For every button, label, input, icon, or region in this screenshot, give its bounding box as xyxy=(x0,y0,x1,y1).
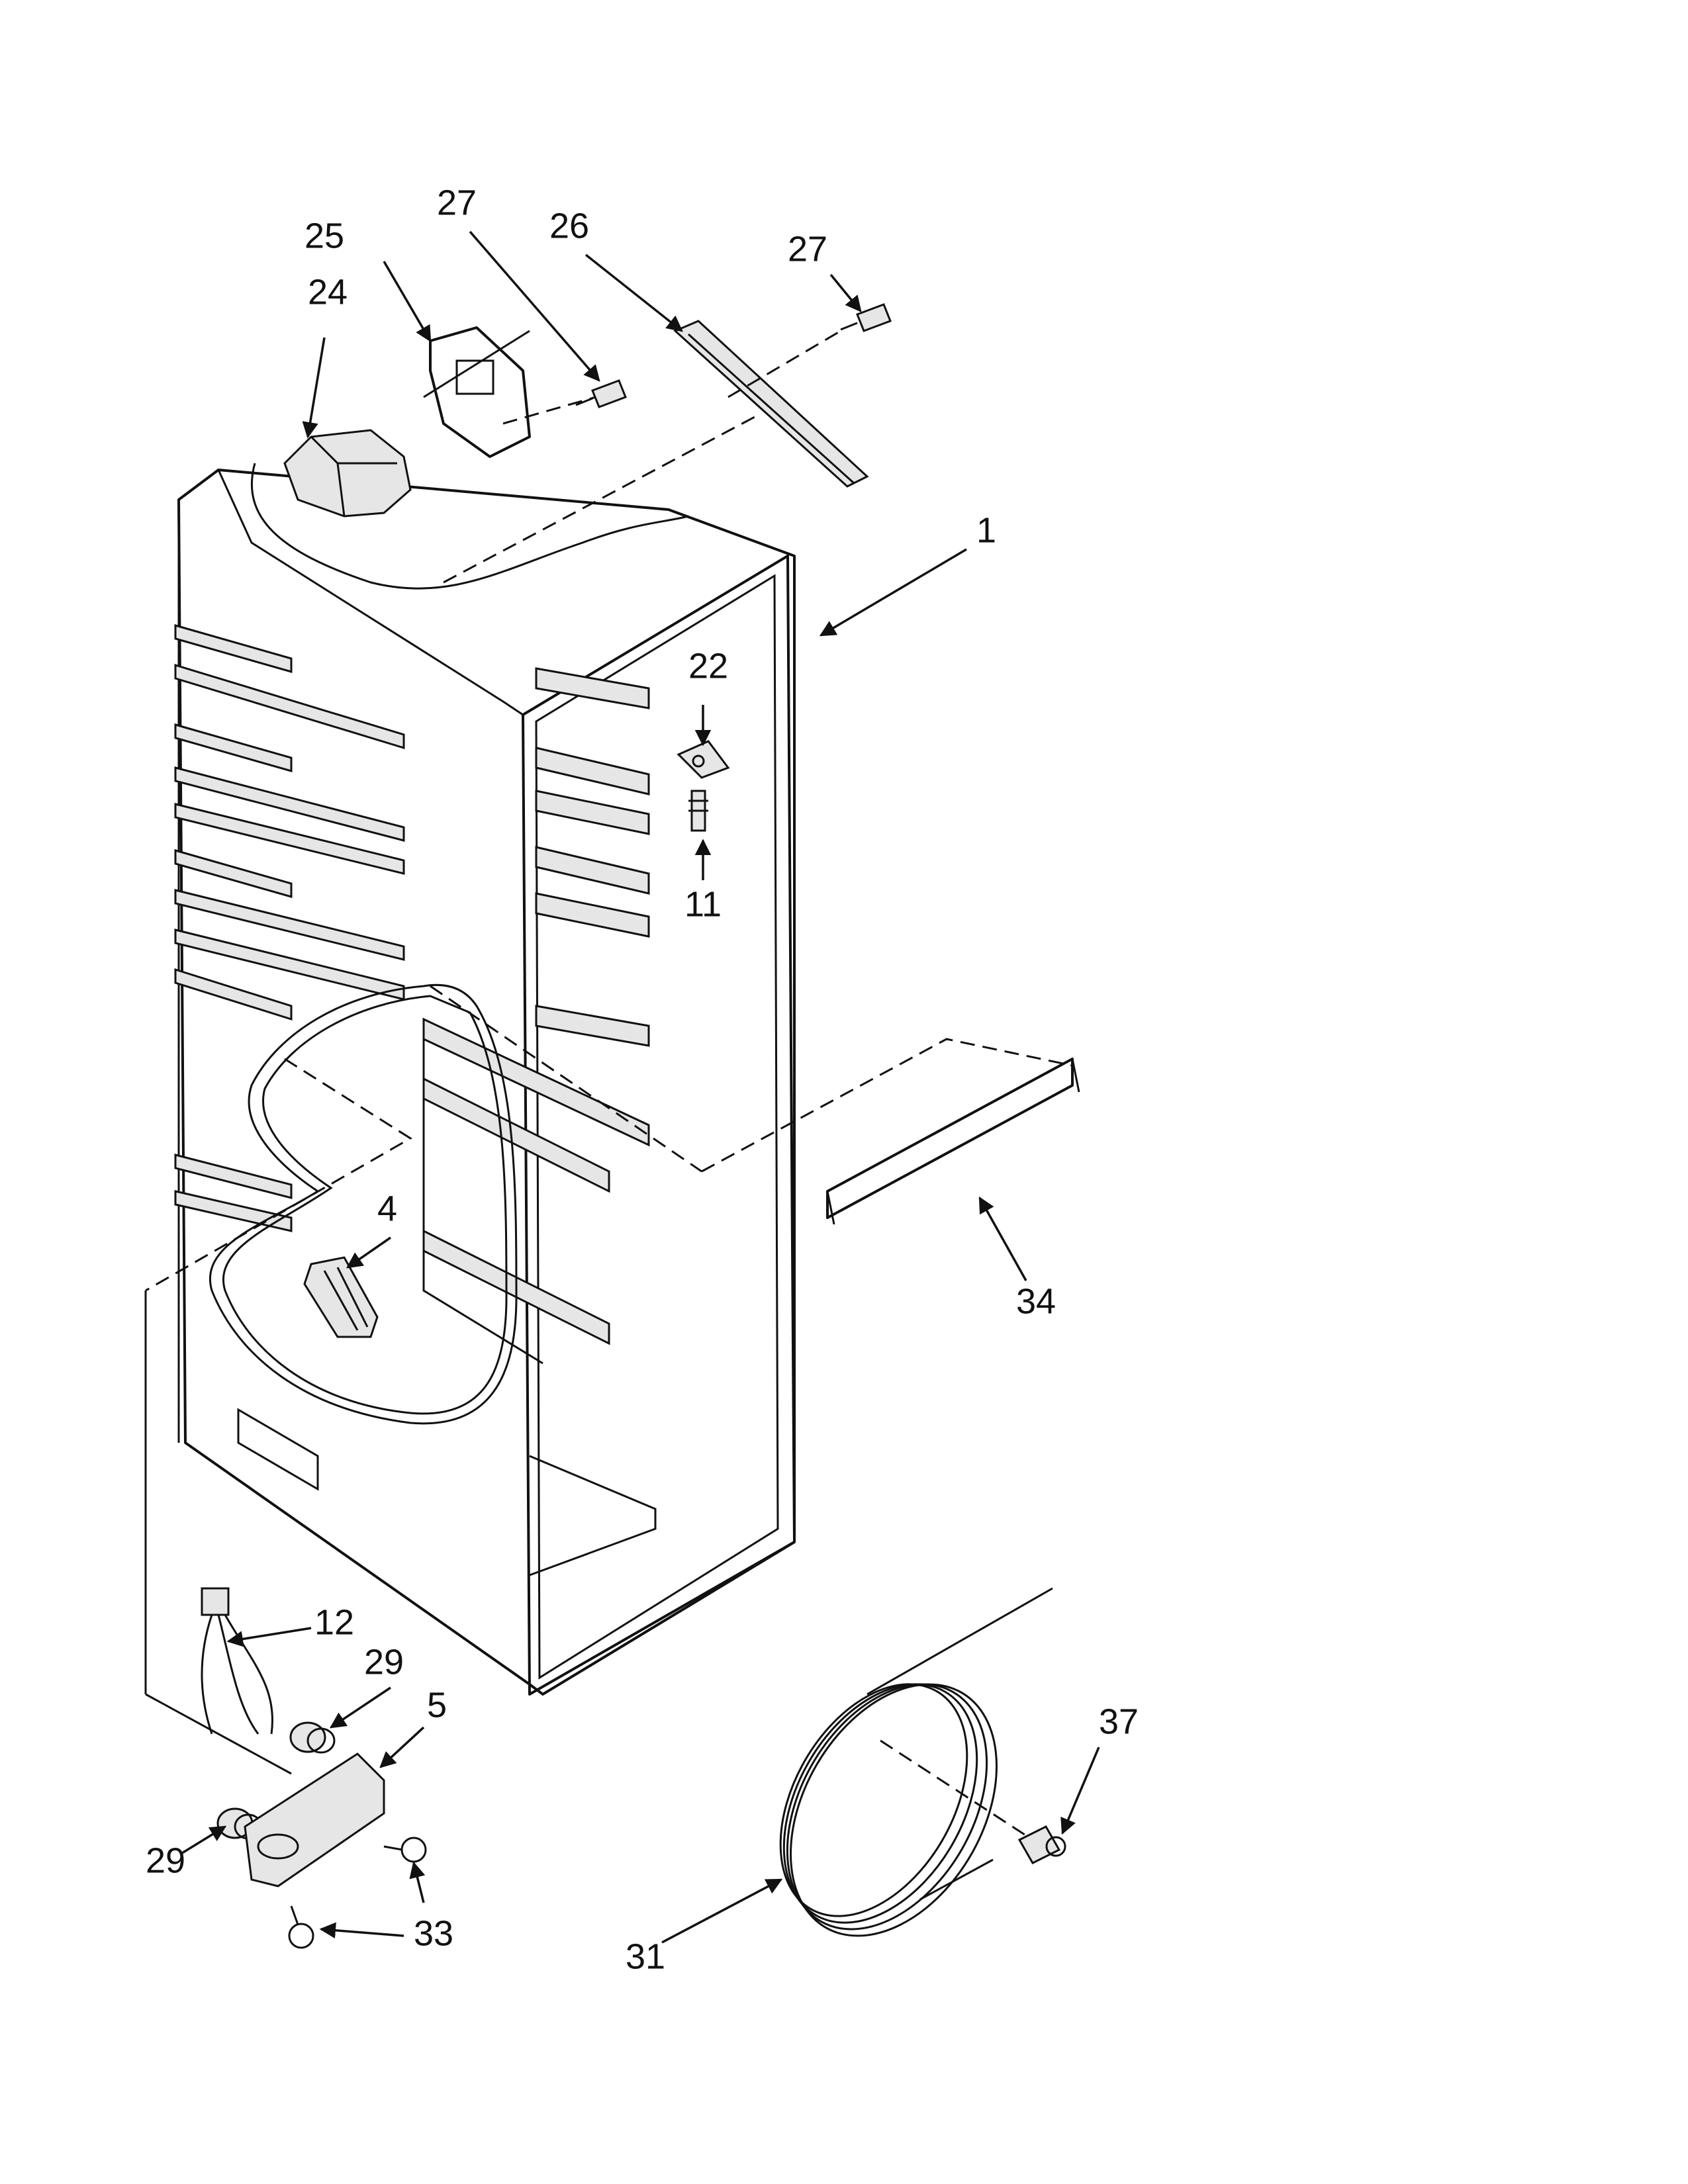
callout-33: 33 xyxy=(414,1913,453,1953)
knob-29-upper xyxy=(289,1721,336,1754)
damper-4 xyxy=(303,1256,379,1338)
callout-5: 5 xyxy=(427,1685,447,1725)
callout-25: 25 xyxy=(305,216,344,255)
callout-27-right: 27 xyxy=(788,229,827,269)
callout-12: 12 xyxy=(314,1602,354,1642)
screw-27-left xyxy=(575,379,627,408)
callout-37: 37 xyxy=(1099,1702,1139,1741)
clip-22 xyxy=(677,740,730,779)
callout-4: 4 xyxy=(377,1189,397,1228)
callout-labels: 1 4 5 11 12 22 24 25 26 27 27 29 29 31 3… xyxy=(146,183,1139,1976)
screw-27-right xyxy=(840,303,892,332)
screw-33-b xyxy=(288,1905,314,1949)
callout-34: 34 xyxy=(1016,1281,1056,1321)
bracket xyxy=(423,326,531,458)
screw-37 xyxy=(1017,1825,1066,1864)
cover-plate-34 xyxy=(826,1058,1080,1225)
control-housing xyxy=(283,429,412,518)
callout-29-upper: 29 xyxy=(364,1642,404,1682)
channel-strip xyxy=(673,320,869,488)
screw-11 xyxy=(688,790,708,832)
leader-lines xyxy=(181,230,1100,1944)
control-box-5 xyxy=(244,1752,385,1888)
shelf-ribs-left xyxy=(174,624,405,1232)
callout-1: 1 xyxy=(976,510,996,550)
wire-harness-12 xyxy=(201,1587,273,1735)
callout-27-left: 27 xyxy=(437,183,477,222)
screw-33-a xyxy=(383,1837,427,1863)
callout-11: 11 xyxy=(684,884,722,924)
callout-24: 24 xyxy=(308,272,348,312)
callout-26: 26 xyxy=(549,206,589,246)
callout-31: 31 xyxy=(626,1936,665,1976)
freezer-liner xyxy=(174,463,796,1696)
callout-22: 22 xyxy=(688,646,728,686)
callout-29-lower: 29 xyxy=(146,1841,185,1880)
coiled-tube-31 xyxy=(779,1587,1053,1937)
